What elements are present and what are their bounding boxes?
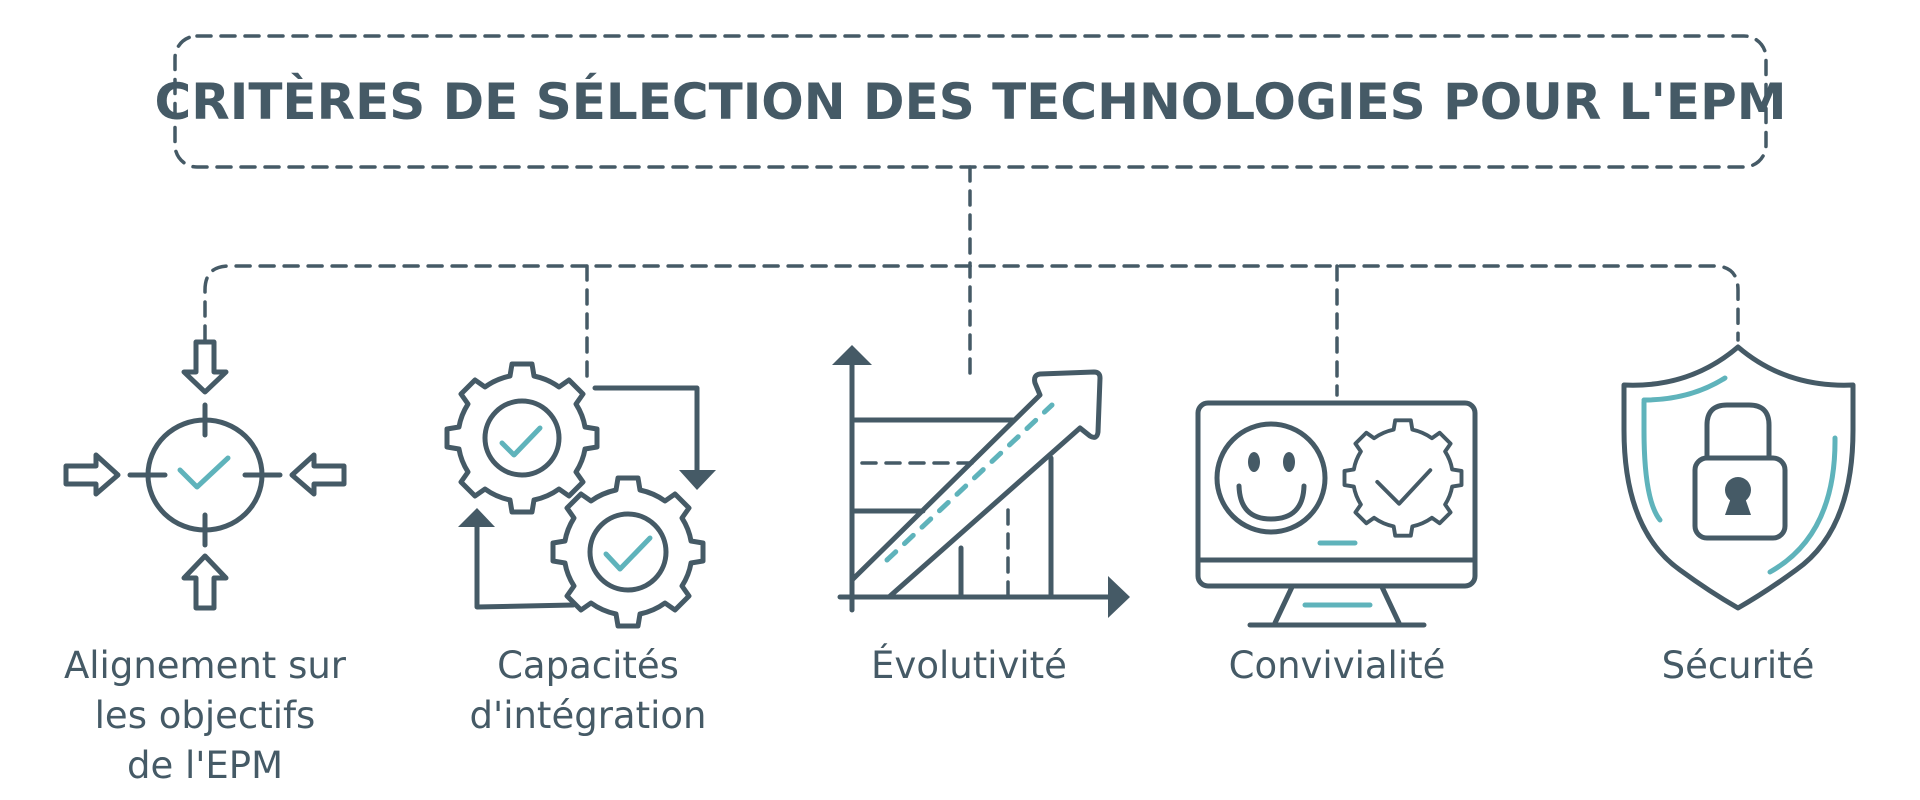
shield-padlock-icon [1621, 344, 1856, 611]
criterion-label-security: Sécurité [1558, 641, 1918, 691]
label-line: Convivialité [1228, 644, 1446, 687]
label-line: d'intégration [469, 694, 707, 737]
criterion-label-integration: Capacités d'intégration [408, 641, 768, 741]
growth-chart-arrow-icon [832, 345, 1130, 618]
criterion-label-alignment: Alignement sur les objectifs de l'EPM [25, 641, 385, 791]
criterion-label-scalability: Évolutivité [789, 641, 1149, 691]
gears-cycle-check-icon [444, 361, 716, 629]
label-line: Sécurité [1661, 644, 1815, 687]
monitor-smiley-gear-icon [1195, 400, 1478, 628]
label-line: Alignement sur [63, 644, 347, 687]
label-line: Évolutivité [871, 644, 1067, 687]
label-line: Capacités [497, 644, 679, 687]
page-title: CRITÈRES DE SÉLECTION DES TECHNOLOGIES P… [154, 72, 1787, 131]
label-line: de l'EPM [126, 744, 284, 787]
criterion-label-usability: Convivialité [1157, 641, 1517, 691]
connector-tree [203, 165, 1740, 397]
label-line: les objectifs [94, 694, 316, 737]
target-crosshair-check-icon [63, 339, 347, 611]
